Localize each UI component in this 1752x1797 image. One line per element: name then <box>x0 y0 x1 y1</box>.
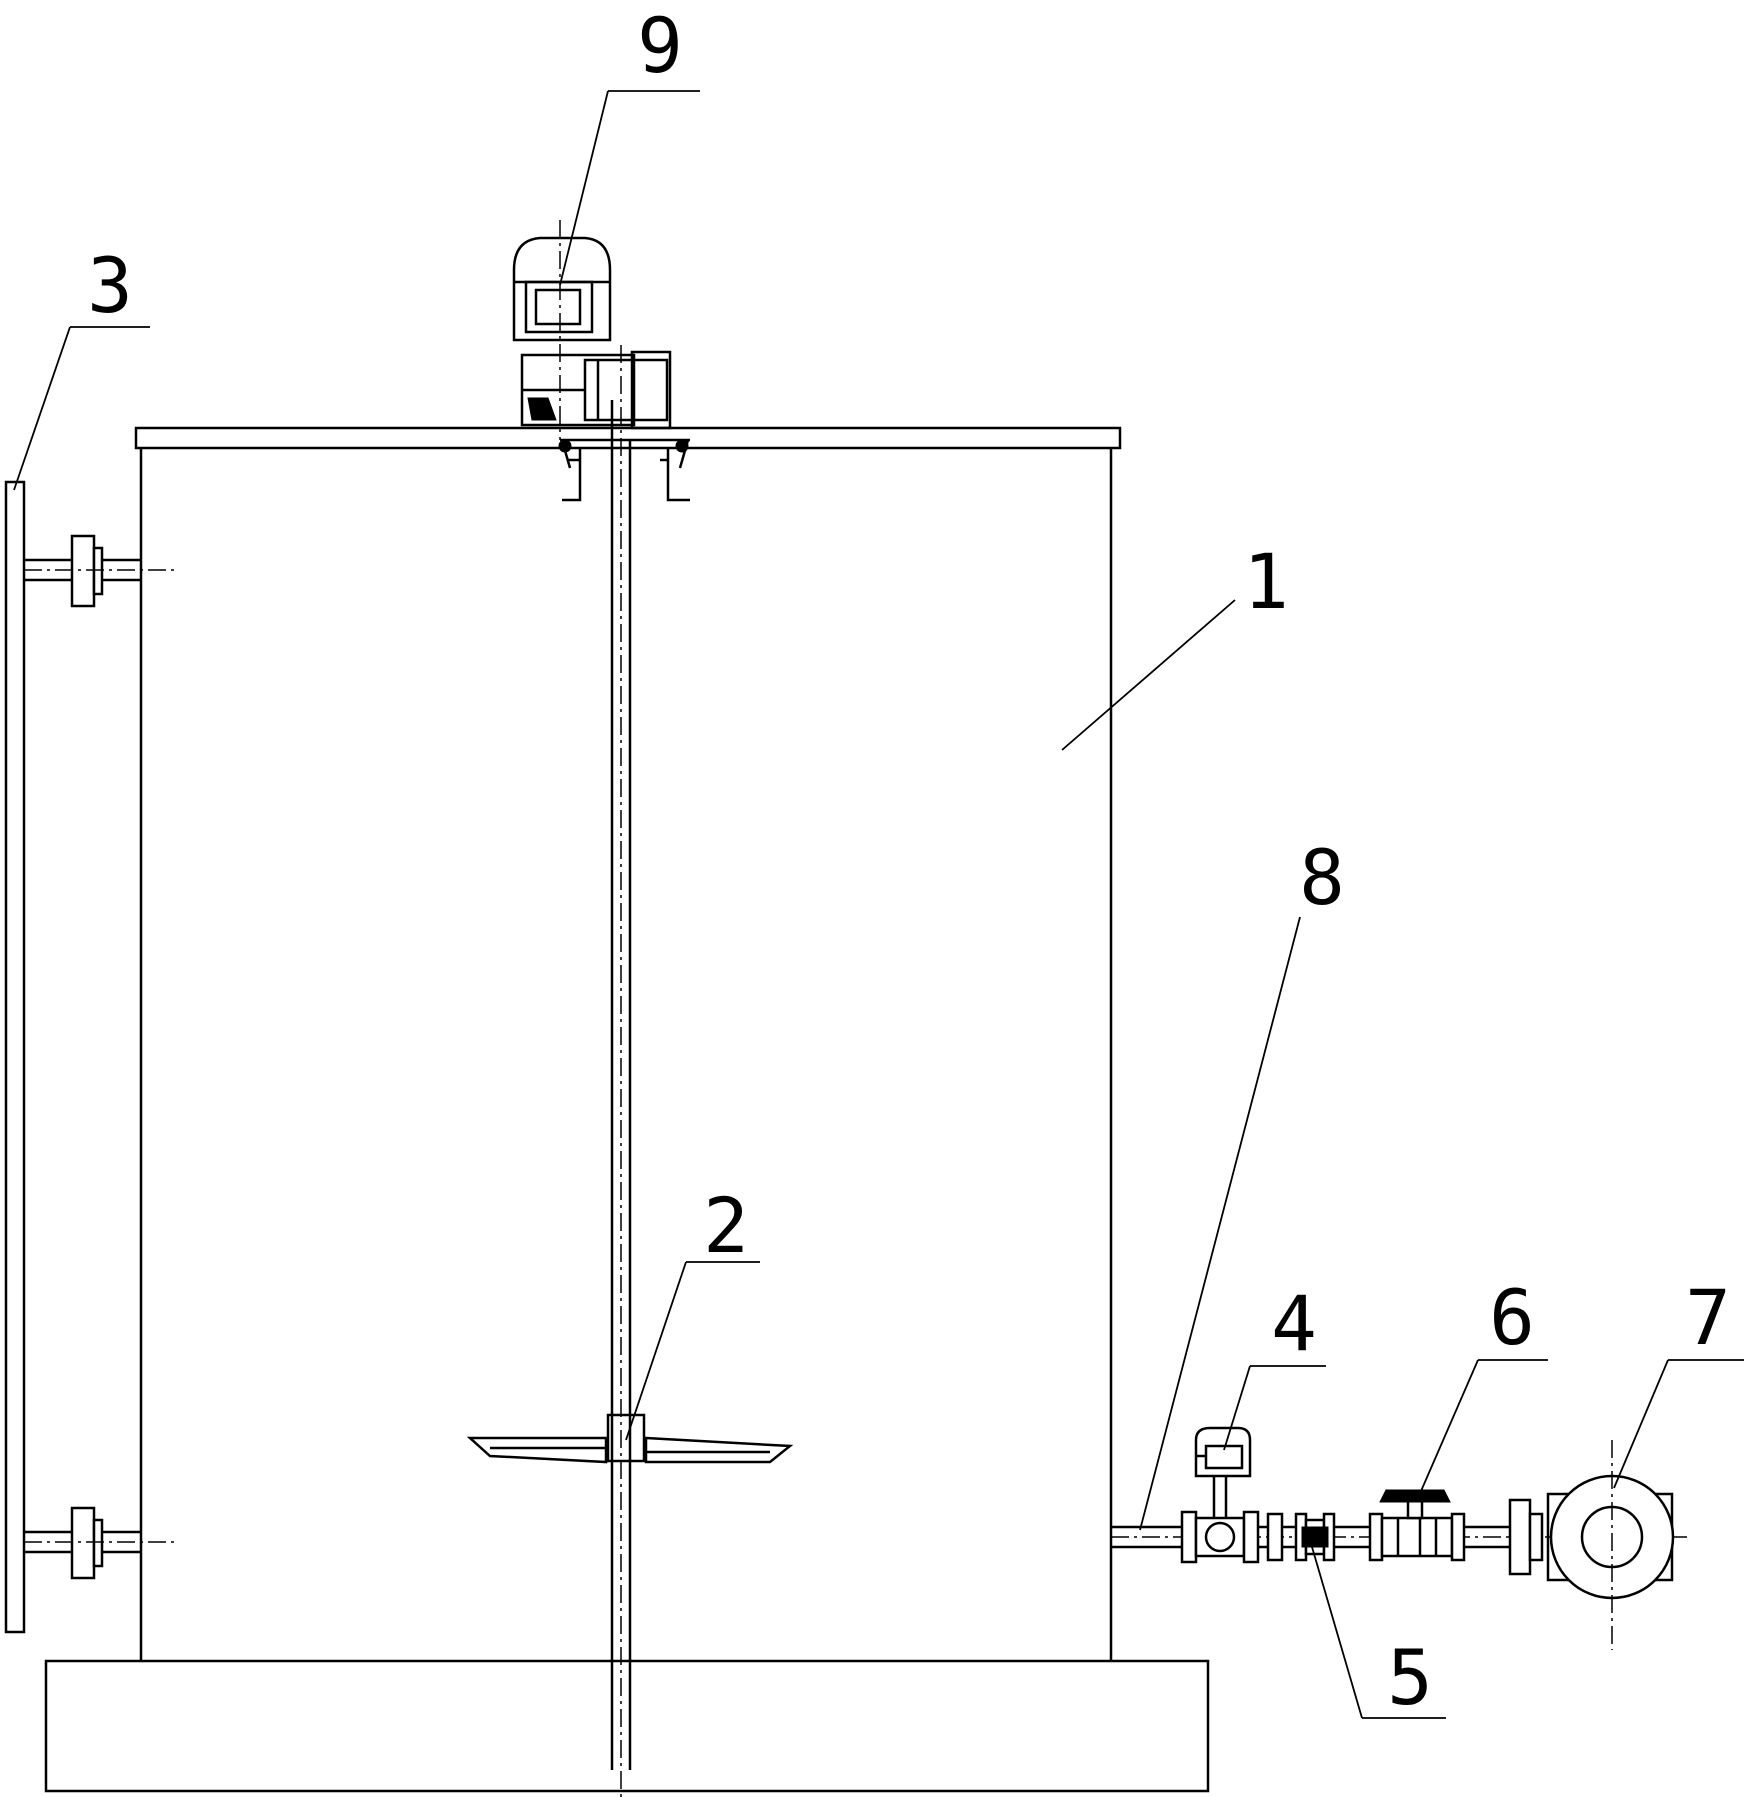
base-platform <box>44 1659 1210 1793</box>
label-strainer: 5 <box>1387 1633 1433 1722</box>
level-gauge <box>4 480 175 1634</box>
impeller <box>466 1413 794 1464</box>
leader-lines <box>13 90 1744 1719</box>
label-ball-valve: 6 <box>1489 1273 1535 1362</box>
label-level-gauge: 3 <box>87 241 133 330</box>
tank-body <box>134 426 1122 1661</box>
label-pump: 7 <box>1685 1273 1731 1362</box>
pump-7 <box>1508 1440 1675 1650</box>
label-valve-upper: 4 <box>1271 1279 1317 1368</box>
motor-assembly <box>512 220 690 502</box>
agitator-shaft <box>610 345 632 1797</box>
label-motor: 9 <box>637 1 683 90</box>
label-tank: 1 <box>1243 537 1289 626</box>
label-impeller: 2 <box>703 1181 749 1270</box>
ball-valve-6 <box>1368 1489 1466 1562</box>
label-outlet-pipe: 8 <box>1299 833 1345 922</box>
strainer-5 <box>1266 1512 1336 1562</box>
valve-4 <box>1180 1426 1260 1564</box>
